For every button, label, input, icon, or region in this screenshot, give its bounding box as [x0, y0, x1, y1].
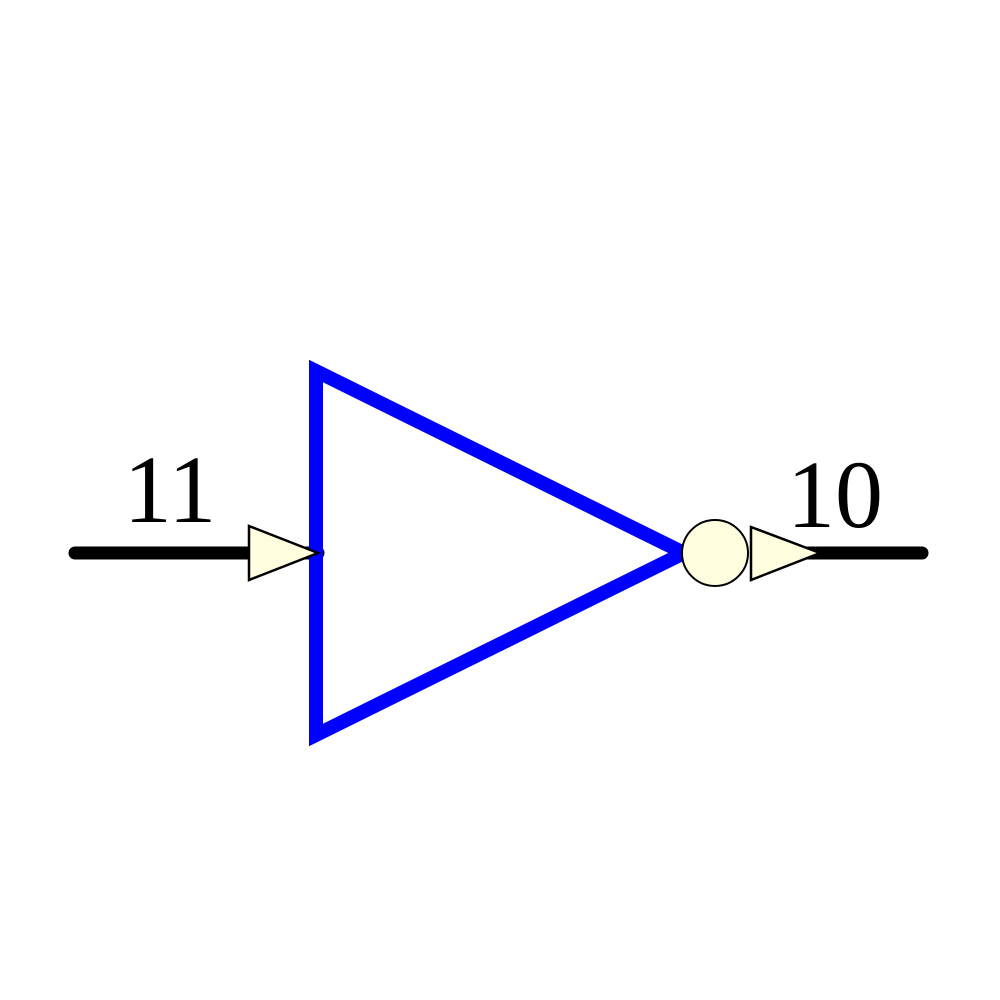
output-port-label: 10	[787, 441, 883, 548]
input-arrowhead-icon	[247, 524, 322, 582]
inversion-bubble-icon[interactable]	[681, 519, 749, 587]
output-arrowhead-icon	[749, 525, 824, 582]
input-port-label: 11	[124, 436, 216, 543]
